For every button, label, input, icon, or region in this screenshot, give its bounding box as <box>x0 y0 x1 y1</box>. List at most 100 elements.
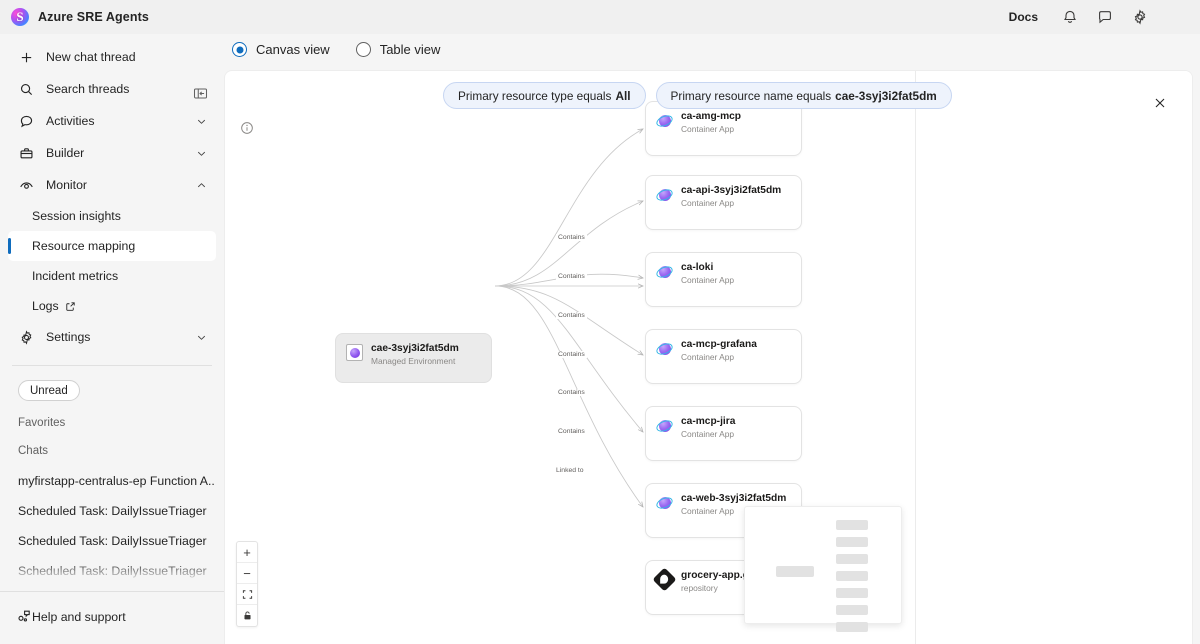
lock-button[interactable] <box>237 605 257 626</box>
azure-sre-logo-icon <box>11 8 29 26</box>
list-item[interactable]: Scheduled Task: DailyIssueTriager <box>18 534 207 548</box>
sidebar-footer: Help and support <box>0 591 224 644</box>
node-title: ca-loki <box>681 262 714 273</box>
filter-chip-resource-type[interactable]: Primary resource type equals All <box>443 82 646 109</box>
sidebar-subitem-label: Resource mapping <box>32 239 136 253</box>
node-title: ca-mcp-grafana <box>681 339 757 350</box>
edge-label: Contains <box>556 428 587 435</box>
chat-thread-list: myfirstapp-centralus-ep Function A... Sc… <box>0 466 224 586</box>
node-title: ca-api-3syj3i2fat5dm <box>681 185 782 196</box>
sidebar-divider <box>12 365 212 366</box>
left-sidebar: New chat thread Search threads Activitie… <box>0 34 224 644</box>
resource-detail-panel <box>916 71 1192 644</box>
view-toggle-group: Canvas view Table view <box>232 42 460 57</box>
repository-icon <box>652 567 677 592</box>
sidebar-item-settings[interactable]: Settings <box>8 321 216 353</box>
sidebar-subitem-label: Incident metrics <box>32 269 119 283</box>
favorites-group-label: Favorites <box>18 417 66 429</box>
sidebar-item-session-insights[interactable]: Session insights <box>8 201 216 231</box>
node-title: ca-web-3syj3i2fat5dm <box>681 493 787 504</box>
briefcase-icon <box>16 146 36 161</box>
node-subtitle: Container App <box>681 352 735 362</box>
edge-label: Contains <box>556 389 587 396</box>
node-title: cae-3syj3i2fat5dm <box>371 343 459 354</box>
search-icon <box>16 82 36 97</box>
resource-map-surface: Contains Contains Contains Contains Cont… <box>224 70 1193 644</box>
filter-chip-prefix: Primary resource name equals <box>670 88 832 103</box>
sidebar-subitem-label: Logs <box>32 299 59 313</box>
node-subtitle: Container App <box>681 124 735 134</box>
sidebar-item-logs[interactable]: Logs <box>8 291 216 321</box>
container-app-icon <box>654 340 675 357</box>
sidebar-item-incident-metrics[interactable]: Incident metrics <box>8 261 216 291</box>
help-and-support-label: Help and support <box>32 610 126 624</box>
chats-group-label: Chats <box>18 445 49 457</box>
zoom-controls: + − <box>236 541 258 627</box>
chat-bubble-icon <box>16 114 36 129</box>
gear-icon[interactable] <box>1126 3 1154 31</box>
pane-divider <box>915 71 916 644</box>
sidebar-item-label: Builder <box>46 146 85 160</box>
bell-icon[interactable] <box>1056 3 1084 31</box>
graph-node[interactable]: ca-loki Container App <box>645 252 802 307</box>
list-item[interactable]: Scheduled Task: DailyIssueTriager <box>18 504 207 518</box>
sidebar-item-label: Settings <box>46 330 91 344</box>
list-item[interactable]: Scheduled Task: DailyIssueTriager <box>18 564 207 578</box>
filter-chip-value: All <box>615 88 631 103</box>
graph-node-root[interactable]: cae-3syj3i2fat5dm Managed Environment <box>335 333 492 383</box>
radio-canvas-view-label[interactable]: Canvas view <box>256 42 330 57</box>
help-support-icon <box>16 608 32 627</box>
chevron-down-icon <box>195 331 208 344</box>
sidebar-subitem-label: Session insights <box>32 209 121 223</box>
container-app-icon <box>654 263 675 280</box>
radio-table-view[interactable] <box>355 42 371 57</box>
node-title: ca-amg-mcp <box>681 111 742 122</box>
eye-icon <box>16 178 36 193</box>
help-and-support-button[interactable]: Help and support <box>8 600 216 634</box>
external-link-icon <box>65 301 76 312</box>
close-icon[interactable] <box>1148 91 1172 115</box>
graph-node[interactable]: ca-mcp-jira Container App <box>645 406 802 461</box>
gear-icon <box>16 329 36 345</box>
sidebar-item-resource-mapping[interactable]: Resource mapping <box>8 231 216 261</box>
new-chat-thread-button[interactable]: New chat thread <box>8 41 216 73</box>
container-app-icon <box>654 186 675 203</box>
info-icon[interactable] <box>240 121 254 140</box>
container-app-icon <box>654 494 675 511</box>
panel-collapse-icon[interactable] <box>189 82 211 104</box>
node-subtitle: Container App <box>681 198 735 208</box>
graph-node[interactable]: ca-amg-mcp Container App <box>645 101 802 156</box>
unread-filter-chip[interactable]: Unread <box>18 380 80 401</box>
node-subtitle: Managed Environment <box>371 356 456 366</box>
top-bar: Azure SRE Agents Docs <box>0 0 1200 34</box>
edge-label: Contains <box>556 273 587 280</box>
zoom-in-button[interactable]: + <box>237 542 257 563</box>
docs-link[interactable]: Docs <box>1008 10 1038 24</box>
chevron-down-icon <box>195 147 208 160</box>
node-subtitle: Container App <box>681 275 735 285</box>
search-threads-button[interactable]: Search threads <box>8 73 216 105</box>
radio-canvas-view[interactable] <box>232 42 247 57</box>
sidebar-footer-divider <box>0 591 224 592</box>
top-bar-actions: Docs <box>1009 3 1200 31</box>
container-app-icon <box>654 417 675 434</box>
graph-canvas[interactable]: Contains Contains Contains Contains Cont… <box>225 71 915 644</box>
chat-icon[interactable] <box>1091 3 1119 31</box>
radio-table-view-label[interactable]: Table view <box>379 42 441 57</box>
list-item[interactable]: myfirstapp-centralus-ep Function A... <box>18 474 216 488</box>
container-app-icon <box>654 112 675 129</box>
search-threads-label: Search threads <box>46 82 130 96</box>
graph-node[interactable]: ca-mcp-grafana Container App <box>645 329 802 384</box>
edge-label: Linked to <box>554 467 586 474</box>
filter-chip-resource-name[interactable]: Primary resource name equals cae-3syj3i2… <box>655 82 952 109</box>
sidebar-item-monitor[interactable]: Monitor <box>8 169 216 201</box>
sidebar-item-activities[interactable]: Activities <box>8 105 216 137</box>
sidebar-item-builder[interactable]: Builder <box>8 137 216 169</box>
node-title: grocery-app.git <box>681 570 756 581</box>
app-title: Azure SRE Agents <box>38 10 149 24</box>
graph-node[interactable]: ca-api-3syj3i2fat5dm Container App <box>645 175 802 230</box>
chevron-down-icon <box>195 115 208 128</box>
zoom-out-button[interactable]: − <box>237 563 257 584</box>
fit-view-button[interactable] <box>237 584 257 605</box>
